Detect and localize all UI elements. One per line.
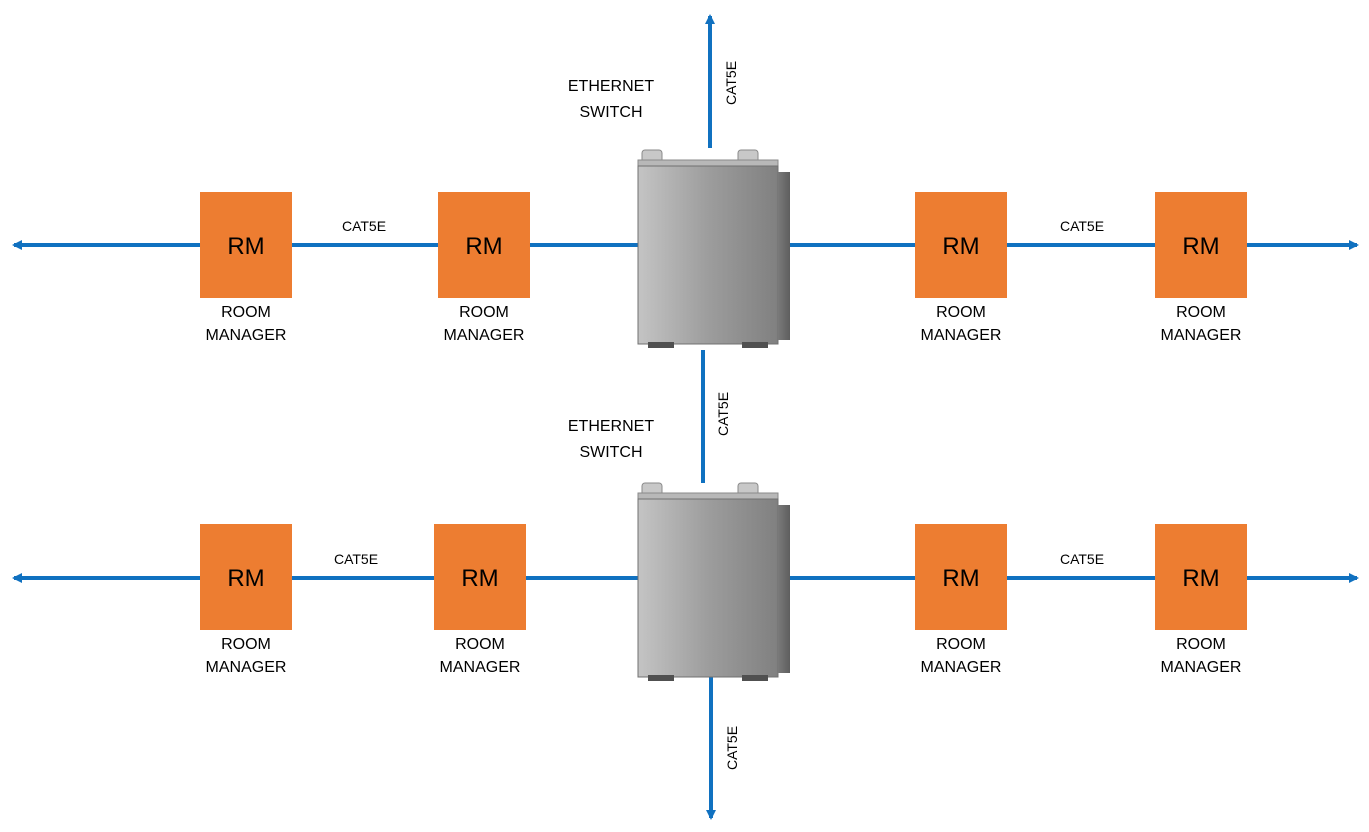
rm-caption-line1: ROOM [936,304,986,321]
switch-label-line1: ETHERNET [568,418,654,435]
rm-label: RM [461,565,498,592]
room-manager-lower-2: RM ROOM MANAGER [434,524,526,676]
rm-caption-line2: MANAGER [1161,659,1242,676]
ethernet-switch-upper [637,149,790,348]
rm-label: RM [1182,565,1219,592]
rm-caption-line2: MANAGER [1161,327,1242,344]
upper-row-links [12,14,1359,483]
switch-label-line2: SWITCH [579,444,642,461]
room-manager-upper-3: RM ROOM MANAGER [915,192,1007,344]
rm-caption-line2: MANAGER [206,327,287,344]
cable-label-upper-left: CAT5E [342,218,386,234]
rm-caption-line1: ROOM [455,636,505,653]
cable-label-bottom: CAT5E [724,726,740,770]
switch-label-line1: ETHERNET [568,78,654,95]
rm-caption-line1: ROOM [1176,304,1226,321]
switch-label-lower: ETHERNET SWITCH [568,418,654,461]
cable-label-top: CAT5E [723,61,739,105]
rm-caption-line2: MANAGER [206,659,287,676]
cable-label-middle: CAT5E [715,392,731,436]
rm-caption-line2: MANAGER [921,659,1002,676]
room-manager-lower-4: RM ROOM MANAGER [1155,524,1247,676]
room-manager-lower-1: RM ROOM MANAGER [200,524,292,676]
ethernet-switch-lower [637,482,790,681]
rm-label: RM [1182,233,1219,260]
room-manager-upper-1: RM ROOM MANAGER [200,192,292,344]
room-manager-upper-4: RM ROOM MANAGER [1155,192,1247,344]
rm-caption-line2: MANAGER [444,327,525,344]
cable-label-lower-right: CAT5E [1060,551,1104,567]
rm-caption-line1: ROOM [936,636,986,653]
rm-label: RM [227,233,264,260]
cable-label-upper-right: CAT5E [1060,218,1104,234]
rm-label: RM [465,233,502,260]
rm-label: RM [942,233,979,260]
cable-label-lower-left: CAT5E [334,551,378,567]
rm-caption-line2: MANAGER [921,327,1002,344]
switch-label-line2: SWITCH [579,104,642,121]
rm-label: RM [942,565,979,592]
rm-caption-line2: MANAGER [440,659,521,676]
rm-caption-line1: ROOM [1176,636,1226,653]
lower-row-links [12,573,1359,820]
switch-label-upper: ETHERNET SWITCH [568,78,654,121]
rm-caption-line1: ROOM [221,636,271,653]
rm-label: RM [227,565,264,592]
rm-caption-line1: ROOM [221,304,271,321]
room-manager-lower-3: RM ROOM MANAGER [915,524,1007,676]
rm-caption-line1: ROOM [459,304,509,321]
room-manager-upper-2: RM ROOM MANAGER [438,192,530,344]
